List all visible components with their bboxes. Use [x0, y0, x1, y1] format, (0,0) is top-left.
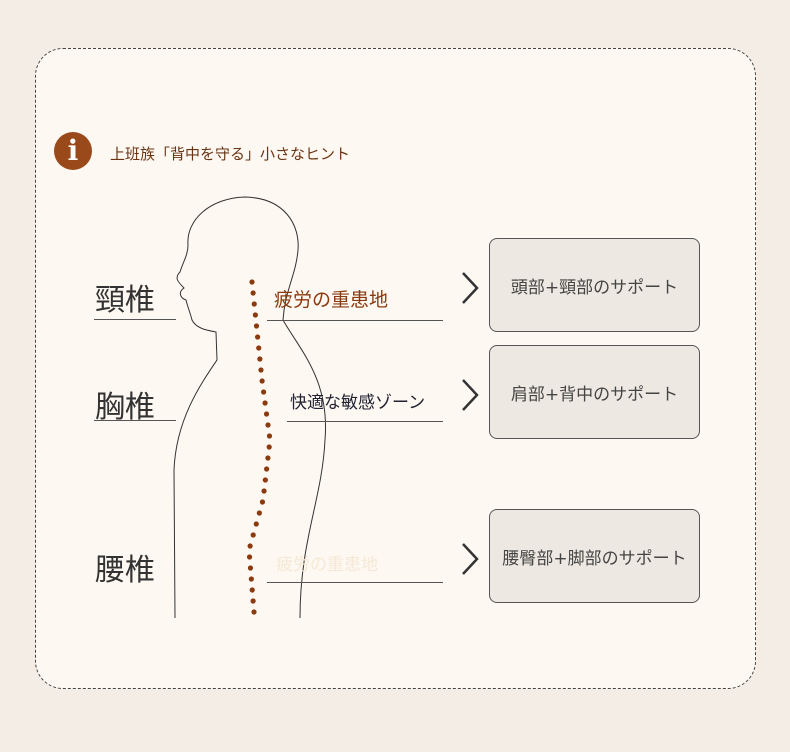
spine-dot [264, 466, 270, 472]
spine-dot [261, 389, 267, 395]
spine-dots [246, 279, 273, 615]
spine-dot [256, 345, 262, 351]
spine-dot [263, 411, 270, 417]
spine-dot [247, 543, 253, 549]
spine-dot [265, 422, 271, 428]
spine-dot [258, 367, 264, 373]
spine-dot [247, 565, 254, 571]
spine-dot [266, 433, 273, 439]
spine-dot [257, 356, 263, 362]
divider [267, 582, 443, 583]
label-thoracic: 胸椎 [95, 390, 155, 425]
spine-dot [249, 587, 255, 593]
note-lumbar: 疲労の重患地 [276, 555, 378, 575]
divider [287, 421, 443, 422]
chevron-right-icon [462, 543, 479, 575]
spine-dot [251, 301, 257, 307]
spine-dot [252, 312, 258, 318]
note-cervical: 疲労の重患地 [274, 289, 389, 311]
spine-dot [259, 378, 265, 384]
support-label: 腰臀部+脚部のサポート [502, 548, 687, 569]
divider [94, 420, 176, 421]
support-box-shoulder-back[interactable]: 肩部+背中のサポート [489, 345, 700, 439]
spine-dot [255, 334, 261, 340]
chevron-right-icon [462, 379, 479, 411]
support-label: 頭部+頸部のサポート [510, 277, 679, 298]
spine-dot [250, 598, 256, 604]
spine-dot [262, 477, 268, 483]
spine-dot [250, 290, 256, 296]
spine-dot [249, 279, 255, 285]
divider [94, 319, 176, 320]
spine-dot [262, 400, 268, 406]
spine-dot [266, 444, 272, 450]
spine-dot [253, 521, 259, 527]
chevron-right-icon [462, 272, 479, 304]
spine-dot [248, 576, 254, 582]
spine-dot [251, 609, 257, 615]
spine-dot [250, 532, 256, 538]
support-box-waist-legs[interactable]: 腰臀部+脚部のサポート [489, 509, 700, 603]
support-box-head-neck[interactable]: 頭部+頸部のサポート [489, 238, 700, 332]
divider [267, 320, 443, 321]
label-cervical: 頸椎 [95, 283, 155, 318]
spine-dot [265, 455, 271, 461]
hint-title: 上班族「背中を守る」小さなヒント [110, 145, 351, 163]
spine-dot [261, 488, 267, 494]
spine-dot [256, 510, 262, 516]
spine-dot [246, 554, 253, 560]
label-lumbar: 腰椎 [95, 553, 155, 588]
spine-dot [259, 499, 266, 505]
spine-dot [253, 323, 260, 329]
note-thoracic: 快適な敏感ゾーン [290, 393, 426, 413]
info-icon: i [54, 132, 92, 170]
support-label: 肩部+背中のサポート [510, 384, 679, 405]
